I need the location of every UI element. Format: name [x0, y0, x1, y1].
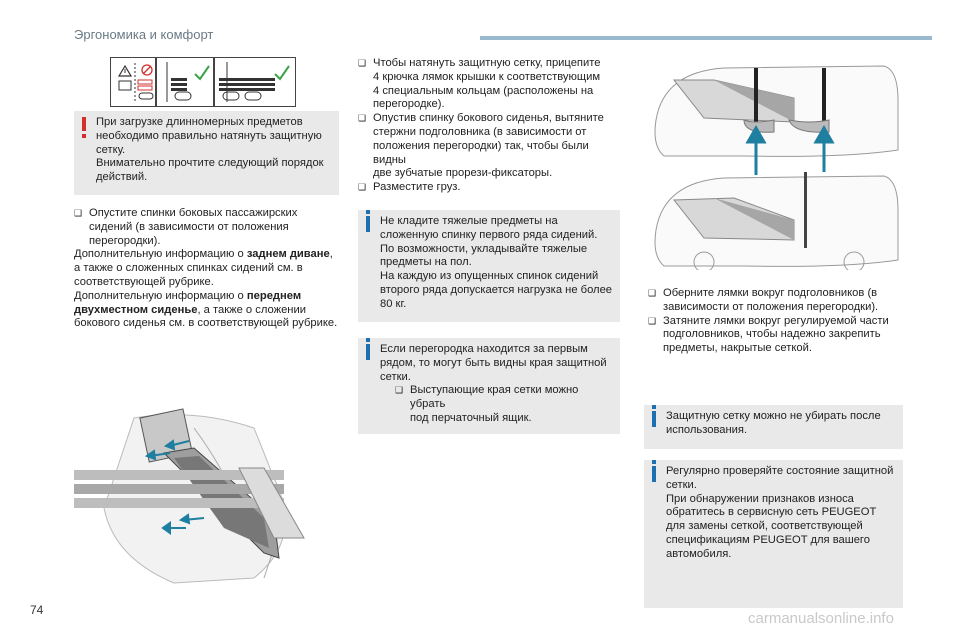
rear-bench-link: заднем диване	[246, 248, 330, 261]
info-icon	[366, 338, 370, 360]
info-box-heavy-objects: Не кладите тяжелые предметы на сложенную…	[358, 210, 620, 322]
step-pull-headrest: ❑ Опустив спинку бокового сиденья, вытян…	[358, 112, 604, 180]
info-icon	[366, 210, 370, 232]
header-rule	[480, 36, 932, 40]
info-box-net-edges: Если перегородка находится за первым ряд…	[358, 338, 620, 434]
step-place-load: ❑ Разместите груз.	[358, 181, 461, 194]
info-box-net-storage: Защитную сетку можно не убирать после ис…	[644, 405, 903, 449]
info-icon	[652, 460, 656, 482]
warning-manual-pictogram	[110, 57, 156, 107]
checkbox-bullet-icon: ❑	[74, 208, 83, 218]
front-seat-link: переднем	[246, 289, 302, 302]
column-1-text: ❑ Опустите спинки боковых пассажирских с…	[74, 207, 338, 330]
info-icon	[652, 405, 656, 427]
step-attach-hooks: ❑ Чтобы натянуть защитную сетку, прицепи…	[358, 57, 601, 111]
info-box-net-check: Регулярно проверяйте состояние защитной …	[644, 460, 903, 608]
info-rear-bench: Дополнительную информацию о заднем диван…	[74, 248, 333, 261]
step-fold-seats: ❑ Опустите спинки боковых пассажирских с…	[74, 207, 298, 247]
arrow-icon	[144, 439, 205, 535]
load-ok-icon	[166, 62, 210, 102]
checkbox-bullet-icon: ❑	[358, 113, 367, 124]
van-illustrations	[654, 65, 899, 270]
watermark: carmanualsonline.info	[748, 610, 894, 627]
column-2-text: ❑ Чтобы натянуть защитную сетку, прицепи…	[358, 57, 620, 195]
section-title: Эргономика и комфорт	[74, 27, 214, 42]
step-wrap-straps: ❑ Оберните лямки вокруг подголовников (в…	[648, 287, 879, 313]
step-tighten-straps: ❑ Затяните лямки вокруг регулируемой час…	[648, 314, 889, 355]
checkbox-bullet-icon: ❑	[648, 288, 657, 298]
van-bottom-illustration	[654, 172, 899, 270]
exclamation-icon	[82, 117, 86, 138]
arrow-icon	[745, 124, 835, 175]
loading-pictogram	[110, 57, 296, 107]
long-load-ok-icon	[219, 62, 290, 102]
checkbox-bullet-icon: ❑	[358, 58, 367, 68]
column-3-text: ❑ Оберните лямки вокруг подголовников (в…	[648, 287, 904, 356]
checkbox-bullet-icon: ❑	[358, 182, 367, 193]
warning-box: При загрузке длинномерных предметов необ…	[74, 111, 339, 195]
van-top-illustration	[654, 65, 899, 175]
long-load-pictogram	[214, 57, 296, 107]
net-seat-illustration	[74, 408, 305, 584]
checkbox-bullet-icon: ❑	[648, 315, 657, 326]
page-number: 74	[30, 603, 44, 617]
warning-triangle-icon	[117, 63, 154, 101]
checkbox-bullet-icon: ❑	[395, 385, 404, 396]
single-load-pictogram	[156, 57, 214, 107]
warning-text: При загрузке длинномерных предметов необ…	[96, 116, 324, 184]
info-front-seat: Дополнительную информацию о переднем	[74, 289, 302, 302]
